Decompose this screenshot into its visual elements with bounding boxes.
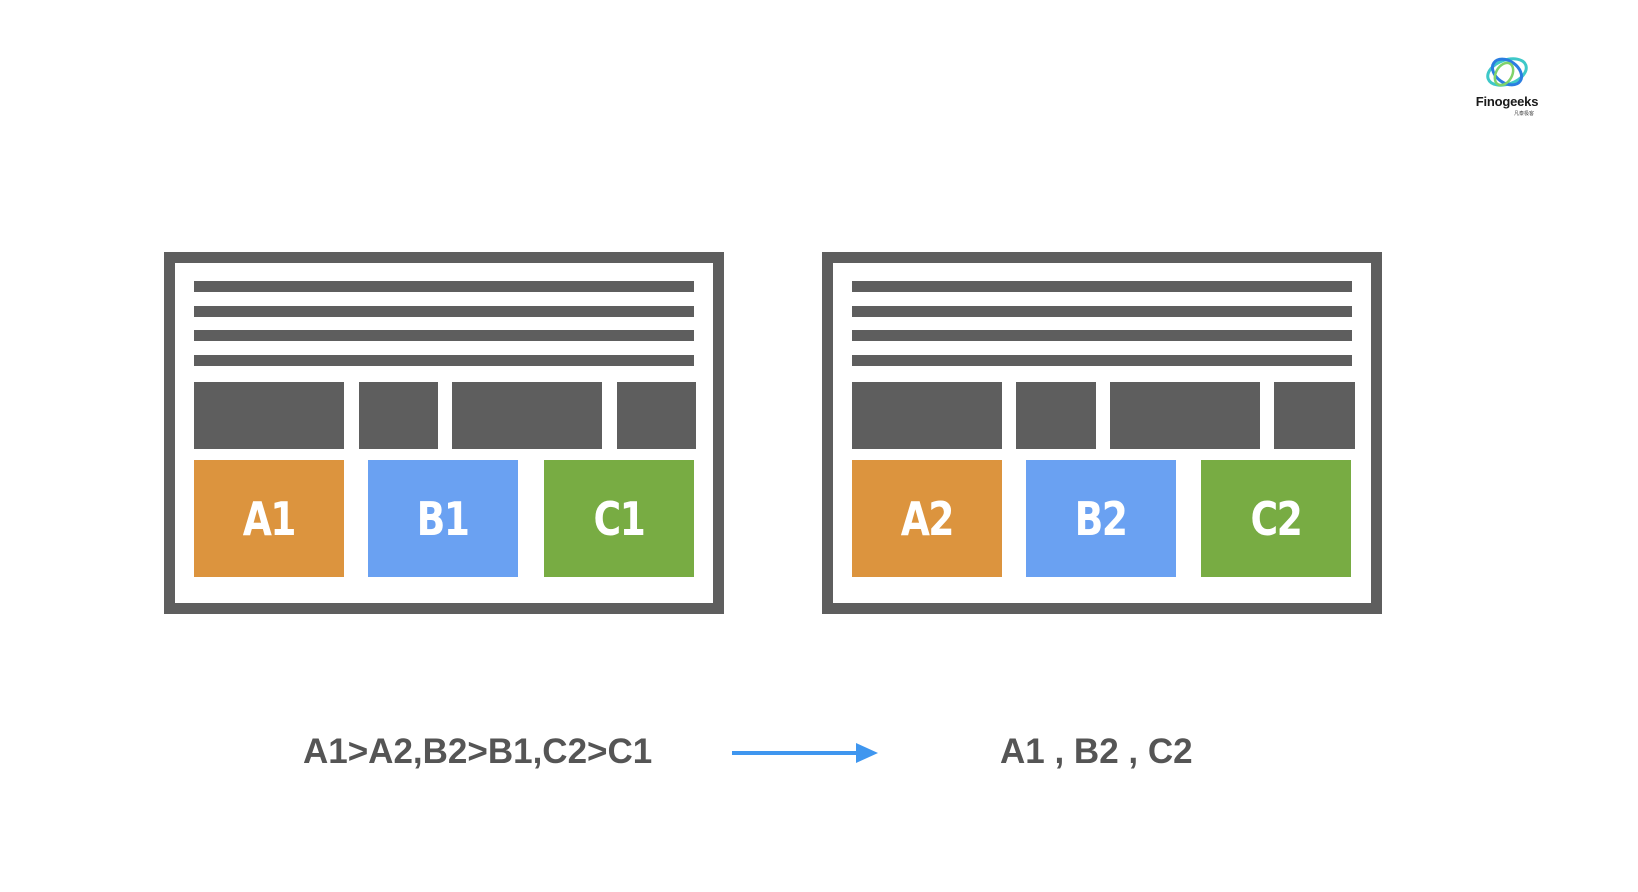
logo-subtitle: 凡泰极客 [1514, 111, 1535, 117]
text-line [194, 330, 694, 341]
tile-label: B1 [417, 491, 470, 546]
tile-c1: C1 [544, 460, 694, 577]
content-block [1274, 382, 1355, 449]
text-line [194, 355, 694, 366]
page-layout-left: A1 B1 C1 [164, 252, 724, 614]
tile-label: C1 [593, 491, 646, 546]
tile-label: C2 [1250, 491, 1303, 546]
arrow-right-icon [732, 743, 878, 763]
content-block [1110, 382, 1260, 449]
text-line [852, 330, 1352, 341]
tile-b1: B1 [368, 460, 518, 577]
content-block [359, 382, 438, 449]
logo-icon [1486, 57, 1528, 87]
comparison-caption: A1>A2,B2>B1,C2>C1 [303, 732, 653, 771]
logo-text: Finogeeks [1475, 94, 1539, 109]
tile-a2: A2 [852, 460, 1002, 577]
text-line [194, 306, 694, 317]
content-block [194, 382, 344, 449]
finogeeks-logo: Finogeeks 凡泰极客 [1462, 52, 1552, 122]
tile-label: B2 [1075, 491, 1128, 546]
result-caption: A1 , B2 , C2 [1000, 732, 1193, 771]
tile-label: A1 [242, 491, 297, 546]
text-line [852, 306, 1352, 317]
page-layout-right: A2 B2 C2 [822, 252, 1382, 614]
text-line [852, 281, 1352, 292]
tile-b2: B2 [1026, 460, 1176, 577]
content-block [617, 382, 696, 449]
tile-label: A2 [900, 491, 955, 546]
tile-a1: A1 [194, 460, 344, 577]
text-line [194, 281, 694, 292]
text-line [852, 355, 1352, 366]
content-block [852, 382, 1002, 449]
tile-c2: C2 [1201, 460, 1351, 577]
content-block [1016, 382, 1096, 449]
content-block [452, 382, 602, 449]
